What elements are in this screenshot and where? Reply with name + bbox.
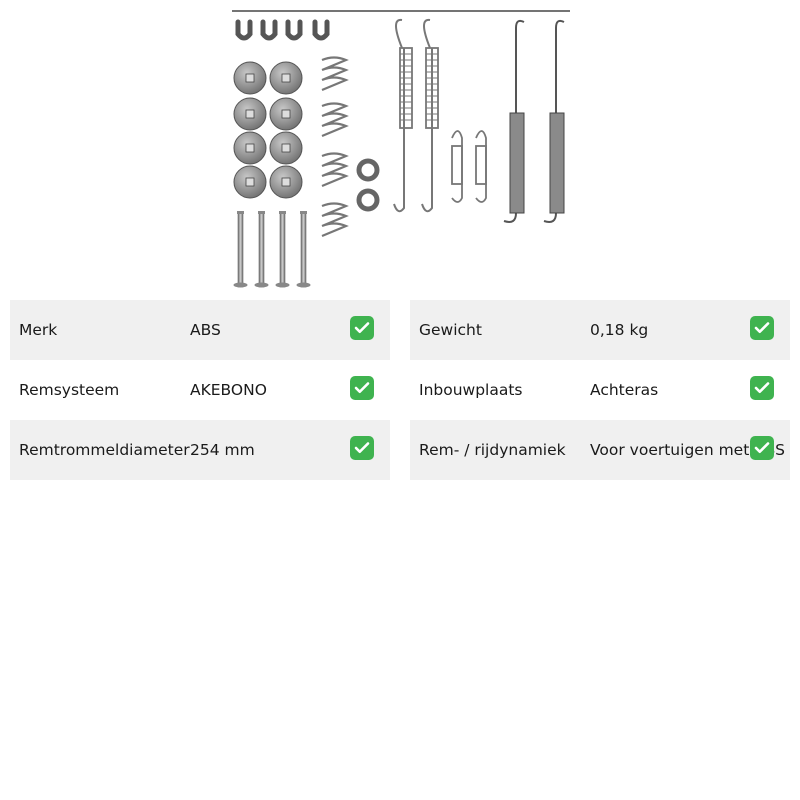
check-mark-icon (350, 376, 374, 400)
check-mark-icon (750, 436, 774, 460)
spec-row: Gewicht 0,18 kg (410, 300, 790, 360)
spec-value: 254 mm (190, 441, 255, 459)
check-mark-icon (350, 316, 374, 340)
spec-label: Rem- / rijdynamiek (419, 441, 566, 459)
spec-value: ABS (190, 321, 221, 339)
spec-label: Gewicht (419, 321, 482, 339)
check-mark-icon (750, 316, 774, 340)
specs-table: Merk ABS Remsysteem AKEBONO Remtrommeldi… (10, 300, 790, 480)
spec-row: Remtrommeldiameter 254 mm (10, 420, 390, 480)
spec-value: AKEBONO (190, 381, 267, 399)
spec-row: Inbouwplaats Achteras (410, 360, 790, 420)
spec-value: Voor voertuigen met ABS (590, 441, 786, 459)
spec-row: Remsysteem AKEBONO (10, 360, 390, 420)
spec-row: Rem- / rijdynamiek Voor voertuigen met A… (410, 420, 790, 480)
spec-label: Remtrommeldiameter (19, 441, 190, 459)
brake-spring-kit-image (232, 10, 570, 288)
spec-label: Inbouwplaats (419, 381, 523, 399)
spec-label: Merk (19, 321, 58, 339)
spec-value: Achteras (590, 381, 659, 399)
spec-value: 0,18 kg (590, 321, 649, 339)
product-image (230, 8, 570, 292)
spec-row: Merk ABS (10, 300, 390, 360)
check-mark-icon (750, 376, 774, 400)
check-mark-icon (350, 436, 374, 460)
specs-column-left: Merk ABS Remsysteem AKEBONO Remtrommeldi… (10, 300, 390, 480)
spec-label: Remsysteem (19, 381, 120, 399)
specs-column-right: Gewicht 0,18 kg Inbouwplaats Achteras Re… (410, 300, 790, 480)
